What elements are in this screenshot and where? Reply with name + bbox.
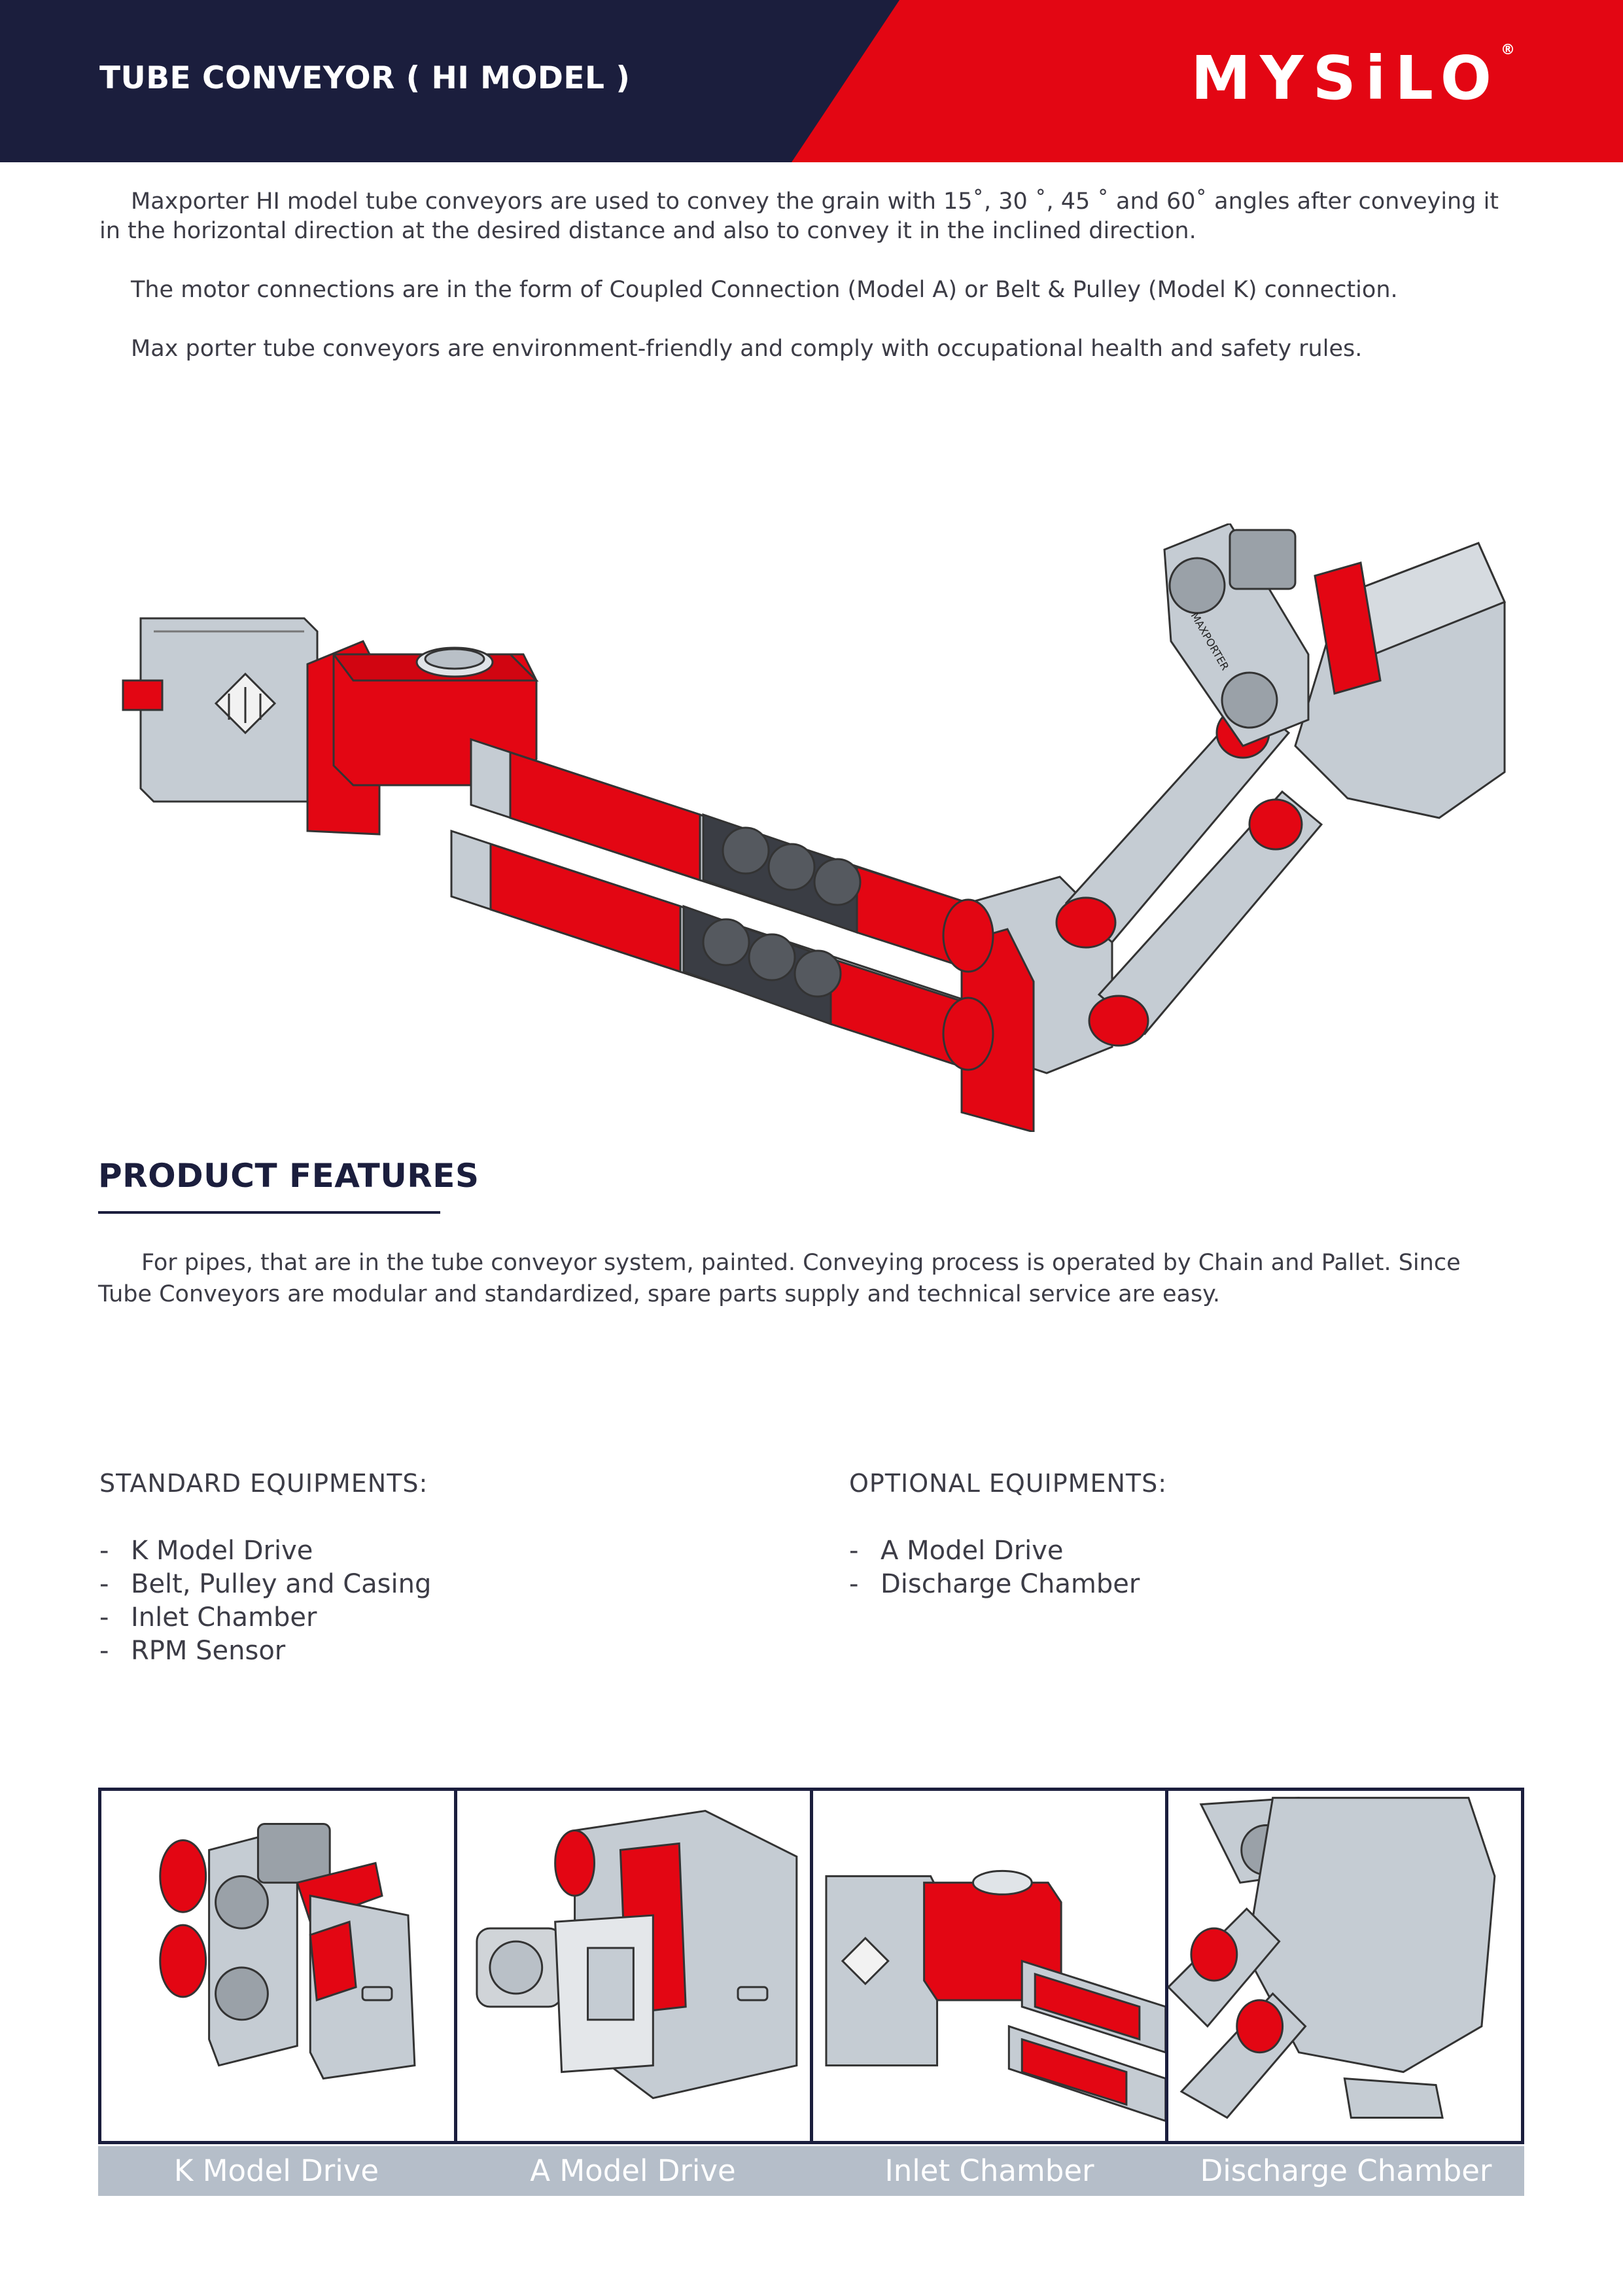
- thumbnail-captions: K Model Drive A Model Drive Inlet Chambe…: [98, 2146, 1524, 2196]
- thumbnail-a-model-drive: [457, 1791, 813, 2141]
- list-item: -Discharge Chamber: [849, 1568, 1438, 1601]
- list-item: -K Model Drive: [99, 1534, 688, 1568]
- discharge-chamber-image: [1168, 1797, 1496, 2119]
- intro-paragraph-3: Max porter tube conveyors are environmen…: [131, 336, 1363, 362]
- list-marker: -: [99, 1536, 109, 1566]
- list-item: -Belt, Pulley and Casing: [99, 1568, 688, 1601]
- standard-equipments: STANDARD EQUIPMENTS: -K Model Drive -Bel…: [99, 1469, 688, 1668]
- list-item-text: Belt, Pulley and Casing: [131, 1569, 432, 1599]
- list-item: -Inlet Chamber: [99, 1601, 688, 1634]
- thumbnail-inlet-chamber: [813, 1791, 1169, 2141]
- list-item-text: Inlet Chamber: [131, 1602, 317, 1633]
- page-title: TUBE CONVEYOR ( HI MODEL ): [99, 60, 631, 96]
- caption-k-model-drive: K Model Drive: [173, 2153, 379, 2188]
- list-item-text: Discharge Chamber: [881, 1569, 1140, 1599]
- header-red-accent: [792, 0, 1623, 162]
- standard-equipments-list: -K Model Drive -Belt, Pulley and Casing …: [99, 1534, 688, 1668]
- list-item-text: RPM Sensor: [131, 1636, 286, 1666]
- tube-conveyor-illustration: MAXPORTER: [122, 523, 1507, 1132]
- list-marker: -: [849, 1536, 859, 1566]
- optional-equipments-heading: OPTIONAL EQUIPMENTS:: [849, 1469, 1168, 1498]
- optional-equipments-list: -A Model Drive -Discharge Chamber: [849, 1534, 1438, 1601]
- logo-text: MYSiLO: [1191, 43, 1501, 113]
- product-features-heading: PRODUCT FEATURES: [98, 1157, 480, 1195]
- registered-mark: ®: [1501, 42, 1515, 58]
- intro-paragraph-1: Maxporter HI model tube conveyors are us…: [99, 188, 1499, 244]
- thumbnail-k-model-drive: [101, 1791, 457, 2141]
- heading-underline: [98, 1211, 440, 1214]
- standard-equipments-heading: STANDARD EQUIPMENTS:: [99, 1469, 428, 1498]
- inlet-chamber-image: [824, 1869, 1166, 2123]
- list-marker: -: [99, 1602, 109, 1633]
- k-model-drive-image: [159, 1823, 416, 2080]
- list-marker: -: [99, 1636, 109, 1666]
- thumbnail-strip: [98, 1788, 1524, 2144]
- mysilo-logo: MYSiLO®: [1191, 42, 1515, 113]
- list-marker: -: [99, 1569, 109, 1599]
- caption-a-model-drive: A Model Drive: [530, 2153, 736, 2188]
- product-features-text: For pipes, that are in the tube conveyor…: [98, 1250, 1461, 1307]
- optional-equipments: OPTIONAL EQUIPMENTS: -A Model Drive -Dis…: [849, 1469, 1438, 1601]
- list-item: -A Model Drive: [849, 1534, 1438, 1568]
- thumbnail-discharge-chamber: [1168, 1791, 1521, 2141]
- caption-inlet-chamber: Inlet Chamber: [884, 2153, 1094, 2188]
- list-item-text: A Model Drive: [881, 1536, 1064, 1566]
- a-model-drive-image: [476, 1809, 798, 2100]
- list-marker: -: [849, 1569, 859, 1599]
- caption-discharge-chamber: Discharge Chamber: [1200, 2153, 1492, 2188]
- intro-paragraph-2: The motor connections are in the form of…: [131, 277, 1398, 303]
- list-item: -RPM Sensor: [99, 1634, 688, 1668]
- list-item-text: K Model Drive: [131, 1536, 313, 1566]
